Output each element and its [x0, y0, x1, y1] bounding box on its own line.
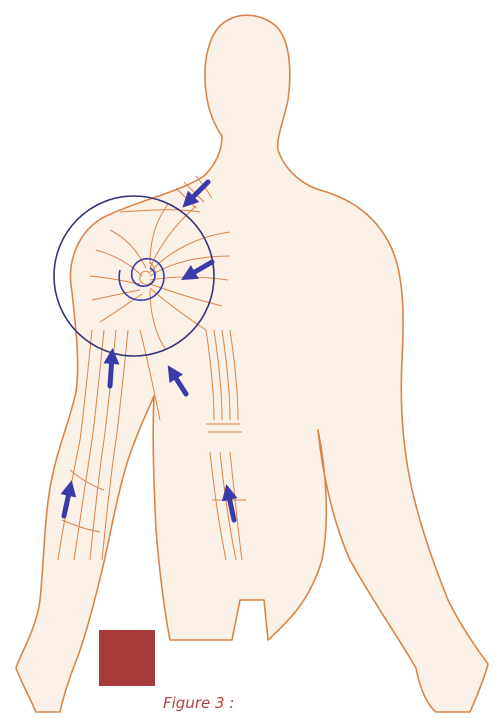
body-silhouette	[16, 15, 488, 712]
figure-caption: Figure 3 :	[163, 694, 234, 712]
color-swatch	[99, 630, 155, 686]
upper-arm-arrow	[110, 356, 112, 386]
